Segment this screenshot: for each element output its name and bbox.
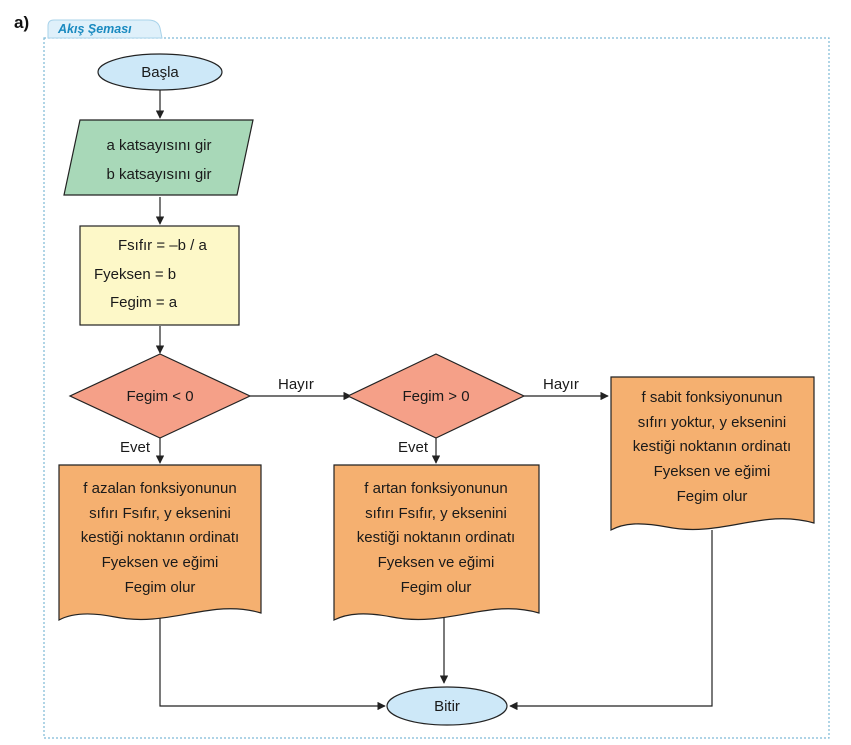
process-box	[79, 225, 240, 326]
output-increasing-line-5: Fegim olur	[401, 579, 472, 596]
connectors	[155, 90, 713, 711]
edge-label-no-2: Hayır	[543, 376, 579, 393]
tab-header	[47, 19, 163, 39]
decision-2-diamond	[346, 353, 526, 439]
input-line-2: b katsayısını gir	[106, 166, 211, 183]
output-constant-line-3: kestiği noktanın ordinatı	[633, 438, 791, 455]
output-decreasing-line-5: Fegim olur	[125, 579, 196, 596]
input-line-1: a katsayısını gir	[106, 137, 211, 154]
output-decreasing-line-3: kestiği noktanın ordinatı	[81, 529, 239, 546]
edge-decreasing-end	[159, 618, 386, 711]
process-line-3: Fegim = a	[110, 294, 178, 311]
end-label: Bitir	[434, 698, 460, 715]
output-decreasing-line-1: f azalan fonksiyonunun	[83, 480, 236, 497]
decision-1-label: Fegim < 0	[126, 388, 193, 405]
decision-2-label: Fegim > 0	[402, 388, 469, 405]
output-constant-line-1: f sabit fonksiyonunun	[642, 389, 783, 406]
end-terminal	[386, 686, 508, 726]
output-increasing-document	[333, 464, 540, 621]
output-decreasing-line-2: sıfırı Fsıfır, y eksenini	[89, 505, 231, 522]
output-constant-line-4: Fyeksen ve eğimi	[654, 463, 771, 480]
edge-label-no-1: Hayır	[278, 376, 314, 393]
start-terminal	[97, 53, 223, 91]
output-increasing-line-2: sıfırı Fsıfır, y eksenini	[365, 505, 507, 522]
output-decreasing-line-4: Fyeksen ve eğimi	[102, 554, 219, 571]
input-parallelogram	[63, 119, 254, 196]
process-line-2: Fyeksen = b	[94, 266, 176, 283]
output-decreasing-document	[58, 464, 262, 622]
process-line-1: Fsıfır = –b / a	[118, 237, 207, 254]
output-increasing-line-4: Fyeksen ve eğimi	[378, 554, 495, 571]
output-increasing-line-3: kestiği noktanın ordinatı	[357, 529, 515, 546]
start-label: Başla	[141, 64, 179, 81]
output-constant-line-5: Fegim olur	[677, 488, 748, 505]
edge-constant-end	[509, 530, 713, 711]
output-constant-document	[610, 376, 815, 532]
edge-label-yes-2: Evet	[398, 439, 429, 456]
output-increasing-line-1: f artan fonksiyonunun	[364, 480, 507, 497]
tab-title: Akış Şeması	[57, 22, 132, 36]
figure-label: a)	[14, 13, 29, 32]
edge-label-yes-1: Evet	[120, 439, 151, 456]
output-constant-line-2: sıfırı yoktur, y eksenini	[638, 414, 786, 431]
decision-1-diamond	[68, 353, 252, 439]
